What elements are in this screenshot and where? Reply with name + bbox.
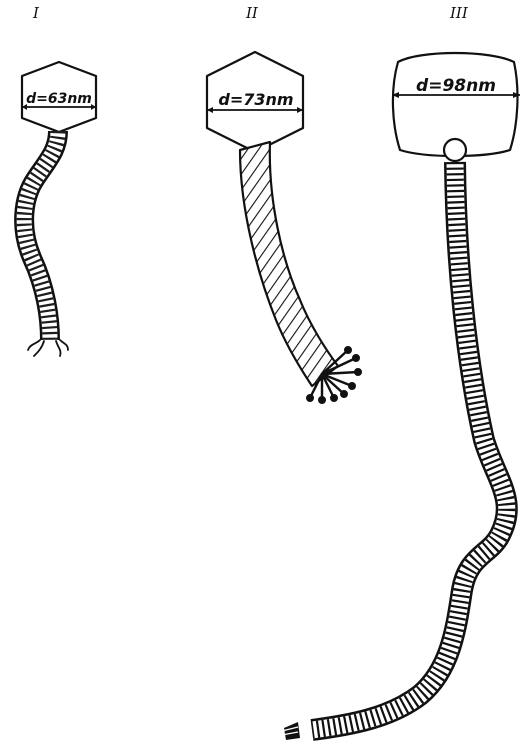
phage-2-diameter-label: d=73nm xyxy=(218,90,293,109)
phage-1-diameter-label: d=63nm xyxy=(26,91,92,107)
phage-1-tail xyxy=(24,131,58,340)
phage-2-roman-numeral: II xyxy=(245,4,259,22)
phage-1-tail-fibers xyxy=(28,340,68,356)
phage-3-tail xyxy=(312,162,507,730)
phage-1-roman-numeral: I xyxy=(32,4,40,22)
phage-3-collar xyxy=(444,139,466,161)
phage-1: I d=63nm xyxy=(22,4,96,356)
phage-3-baseplate xyxy=(282,722,300,740)
phage-3-roman-numeral: III xyxy=(449,4,469,22)
phage-2-tail xyxy=(240,142,338,386)
phage-2: II d=73nm xyxy=(207,4,361,403)
phage-3-diameter-label: d=98nm xyxy=(416,76,496,96)
